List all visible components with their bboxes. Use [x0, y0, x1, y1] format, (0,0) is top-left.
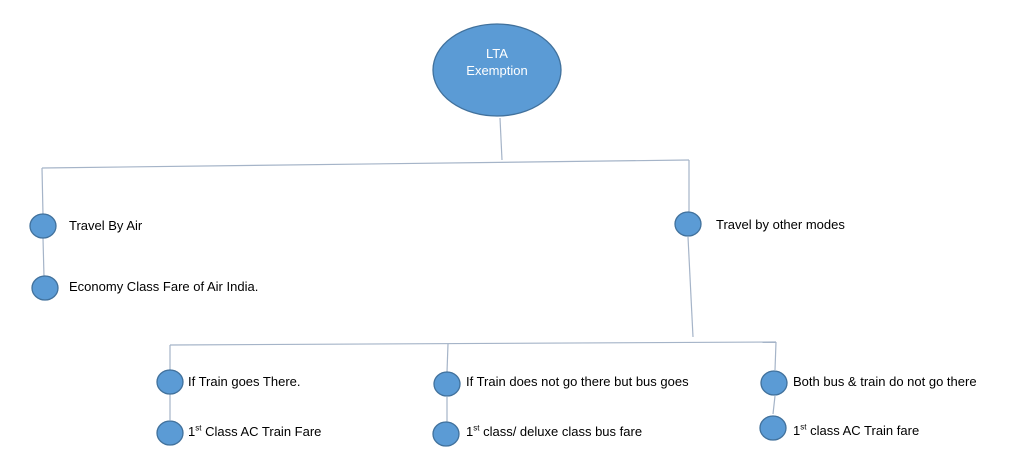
- other-modes-label: Travel by other modes: [716, 217, 845, 232]
- air-drop: [41, 167, 44, 216]
- bus-fare-label: 1st class/ deluxe class bus fare: [466, 423, 643, 439]
- train-goes-label: If Train goes There.: [188, 374, 301, 389]
- train-fare-text: Class AC Train Fare: [201, 424, 322, 439]
- bus-drop: [446, 343, 449, 373]
- neither-label: Both bus & train do not go there: [793, 374, 977, 389]
- bus-child-node: [432, 421, 460, 447]
- root-stem: [499, 117, 503, 161]
- neither-node: [760, 370, 788, 396]
- train-fare-label: 1st Class AC Train Fare: [188, 423, 322, 439]
- other-stem: [687, 236, 694, 338]
- travel-by-air-label: Travel By Air: [69, 218, 143, 233]
- neither-child-node: [759, 415, 787, 441]
- top-bus-line: [41, 159, 690, 169]
- bus-fare-text: class/ deluxe class bus fare: [479, 424, 643, 439]
- air-child-link: [42, 237, 45, 278]
- bus-fare-sup: st: [473, 423, 480, 433]
- root-node: [432, 23, 562, 117]
- neither-drop: [774, 341, 777, 371]
- train-child-node: [156, 420, 184, 446]
- connector-lines: [41, 117, 777, 422]
- neither-fare-label: 1st class AC Train fare: [793, 422, 920, 438]
- economy-class-label: Economy Class Fare of Air India.: [69, 279, 259, 294]
- train-fare-sup: st: [195, 423, 202, 433]
- nodes: [29, 23, 788, 447]
- neither-child-link: [772, 395, 776, 415]
- root-node-label: LTA Exemption: [433, 45, 561, 79]
- neither-fare-text: class AC Train fare: [806, 423, 920, 438]
- root-label-line2: Exemption: [466, 63, 528, 78]
- bottom-bus-line: [169, 341, 777, 346]
- air-node: [29, 213, 57, 239]
- other-node: [674, 211, 702, 237]
- root-label-line1: LTA: [486, 46, 508, 61]
- air-child-node: [31, 275, 59, 301]
- train-node: [156, 369, 184, 395]
- bus-node: [433, 371, 461, 397]
- bus-goes-label: If Train does not go there but bus goes: [466, 374, 689, 389]
- neither-fare-sup: st: [800, 422, 807, 432]
